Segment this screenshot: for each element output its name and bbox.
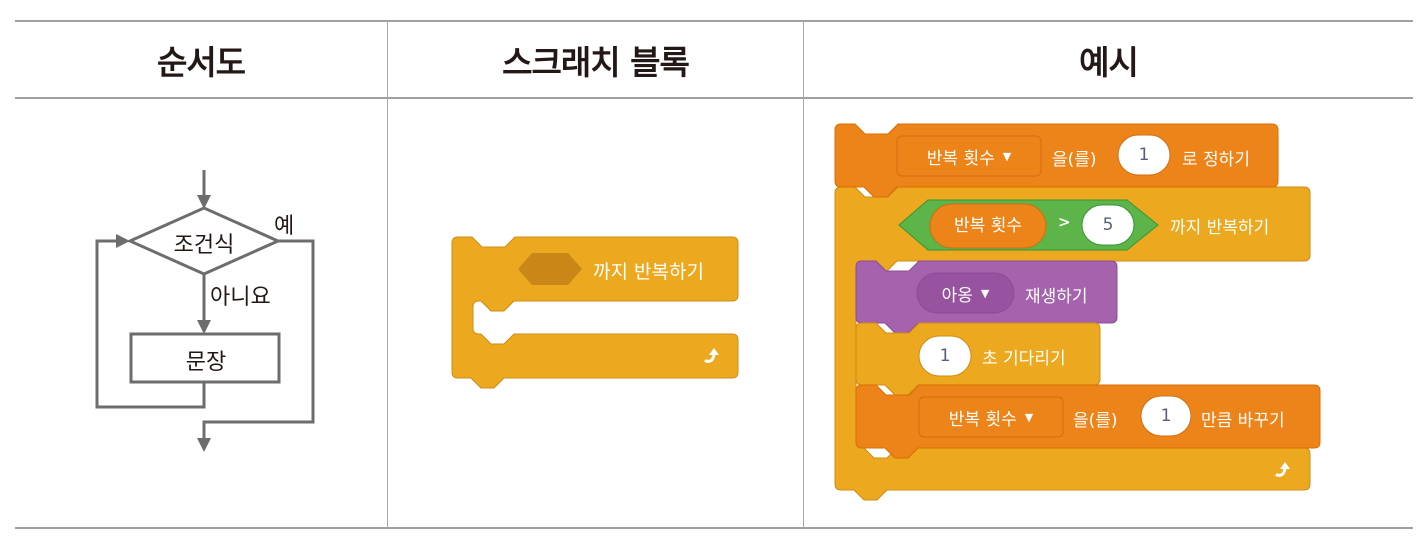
table-bottom-border bbox=[15, 527, 1413, 529]
change-variable-dropdown[interactable]: 반복 횟수 ▼ bbox=[919, 397, 1063, 437]
header-flowchart: 순서도 bbox=[156, 43, 246, 82]
set-value-input[interactable]: 1 bbox=[1138, 145, 1150, 165]
dropdown-caret-icon: ▼ bbox=[1002, 149, 1012, 163]
repeat-until-label: 까지 반복하기 bbox=[593, 261, 704, 283]
loop-arrow-icon bbox=[1274, 460, 1294, 480]
condition-value-input[interactable]: 5 bbox=[1102, 215, 1114, 235]
condition-operator: > bbox=[1058, 213, 1071, 231]
sound-dropdown[interactable]: 아옹 ▼ bbox=[917, 273, 1014, 313]
sound-name: 아옹 bbox=[941, 285, 973, 306]
change-particle-label: 을(를) bbox=[1073, 411, 1118, 431]
loop-arrow-icon bbox=[703, 346, 723, 366]
set-suffix-label: 로 정하기 bbox=[1182, 150, 1250, 170]
flowchart-no-label: 아니요 bbox=[210, 285, 271, 310]
header-scratch-block: 스크래치 블록 bbox=[502, 43, 690, 82]
wait-suffix-label: 초 기다리기 bbox=[982, 349, 1066, 369]
column-divider-1 bbox=[387, 20, 388, 528]
dropdown-caret-icon: ▼ bbox=[980, 286, 990, 300]
empty-condition-slot bbox=[518, 253, 582, 285]
repeat-until-suffix-label: 까지 반복하기 bbox=[1170, 218, 1270, 238]
play-sound-suffix-label: 재생하기 bbox=[1025, 287, 1088, 307]
example-script bbox=[834, 123, 1321, 501]
change-value-input[interactable]: 1 bbox=[1160, 406, 1172, 426]
flowchart-yes-label: 예 bbox=[274, 214, 295, 239]
header-example: 예시 bbox=[1079, 43, 1139, 82]
set-particle-label: 을(를) bbox=[1052, 150, 1097, 170]
flowchart-statement-label: 문장 bbox=[185, 350, 227, 375]
set-variable-name: 반복 횟수 bbox=[926, 148, 995, 169]
change-suffix-label: 만큼 바꾸기 bbox=[1201, 411, 1285, 431]
flowchart bbox=[95, 170, 315, 452]
repeat-until-block[interactable] bbox=[450, 235, 750, 395]
flowchart-condition-label: 조건식 bbox=[173, 233, 235, 258]
table-top-border bbox=[15, 20, 1413, 22]
column-divider-2 bbox=[803, 20, 804, 528]
table-header-border bbox=[15, 97, 1413, 99]
change-variable-name: 반복 횟수 bbox=[948, 409, 1017, 430]
wait-value-input[interactable]: 1 bbox=[939, 346, 951, 366]
condition-variable-reporter[interactable]: 반복 횟수 bbox=[954, 216, 1022, 236]
set-variable-dropdown[interactable]: 반복 횟수 ▼ bbox=[897, 136, 1041, 176]
dropdown-caret-icon: ▼ bbox=[1024, 410, 1034, 424]
